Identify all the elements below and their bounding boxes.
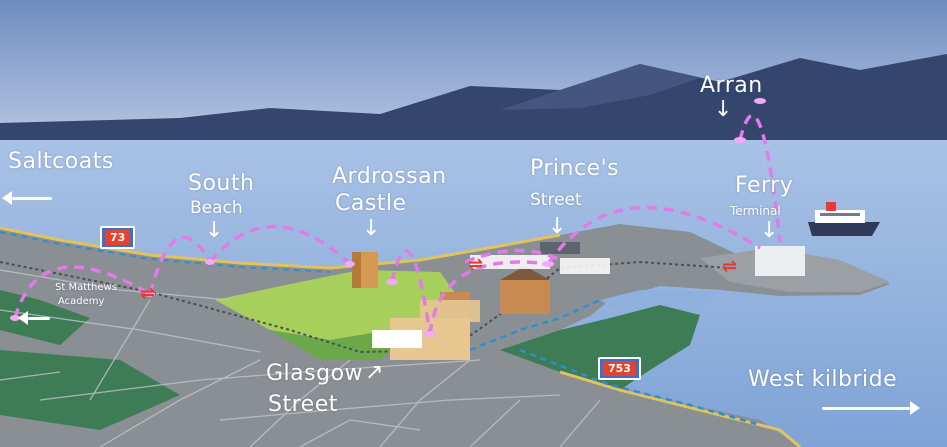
arrow-down-icon: ↓ (205, 218, 224, 243)
label-south-beach-line1: South (188, 171, 255, 196)
label-ardrossan-castle-line1: Ardrossan (332, 164, 447, 189)
bus-route-753-south (519, 348, 761, 427)
journey-paths (13, 114, 782, 335)
journey-stops (10, 98, 766, 337)
label-st-matthews-line1: St Matthews (55, 282, 117, 293)
bus-route-753 (469, 298, 601, 352)
rail-station-icon: ⇌ (140, 283, 156, 304)
arrow-down-icon: ↓ (760, 218, 779, 243)
mountain-shade (500, 64, 700, 110)
label-glasgow-street-line2: Street (268, 392, 338, 417)
arrow-up-right-icon: ↗ (365, 360, 384, 385)
label-west-kilbride: West kilbride (748, 367, 898, 392)
bus-stop-73: 73 (100, 226, 136, 249)
south-shore (559, 370, 801, 447)
label-ardrossan-castle-line2: Castle (335, 191, 407, 216)
label-saltcoats: Saltcoats (8, 149, 114, 174)
label-st-matthews-line2: Academy (58, 296, 105, 307)
label-ferry-terminal-line2: Terminal (730, 204, 781, 218)
arran-mountains (0, 54, 947, 142)
bus-stop-753: 753 (598, 357, 641, 380)
street-grid (0, 269, 601, 447)
ferry-icon (808, 202, 880, 236)
arrow-down-icon: ↓ (362, 216, 381, 241)
arrow-left-icon (18, 311, 50, 325)
label-arran: Arran (700, 73, 763, 98)
label-princes-street-line2: Street (530, 190, 582, 210)
label-south-beach-line2: Beach (190, 198, 243, 218)
label-princes-street-line1: Prince's (530, 156, 620, 181)
rail-station-icon: ⇌ (468, 254, 484, 275)
arrow-left-icon (2, 191, 52, 205)
coastal-park (500, 305, 700, 390)
rail-station-icon: ⇌ (722, 256, 738, 277)
label-ferry-terminal-line1: Ferry (735, 173, 794, 198)
arrow-down-icon: ↓ (548, 214, 567, 239)
park-south (0, 350, 180, 430)
arrow-right-icon (822, 401, 920, 415)
beach-shoreline (0, 226, 561, 270)
arrow-down-icon: ↓ (714, 97, 733, 122)
label-glasgow-street-line1: Glasgow (266, 361, 364, 386)
